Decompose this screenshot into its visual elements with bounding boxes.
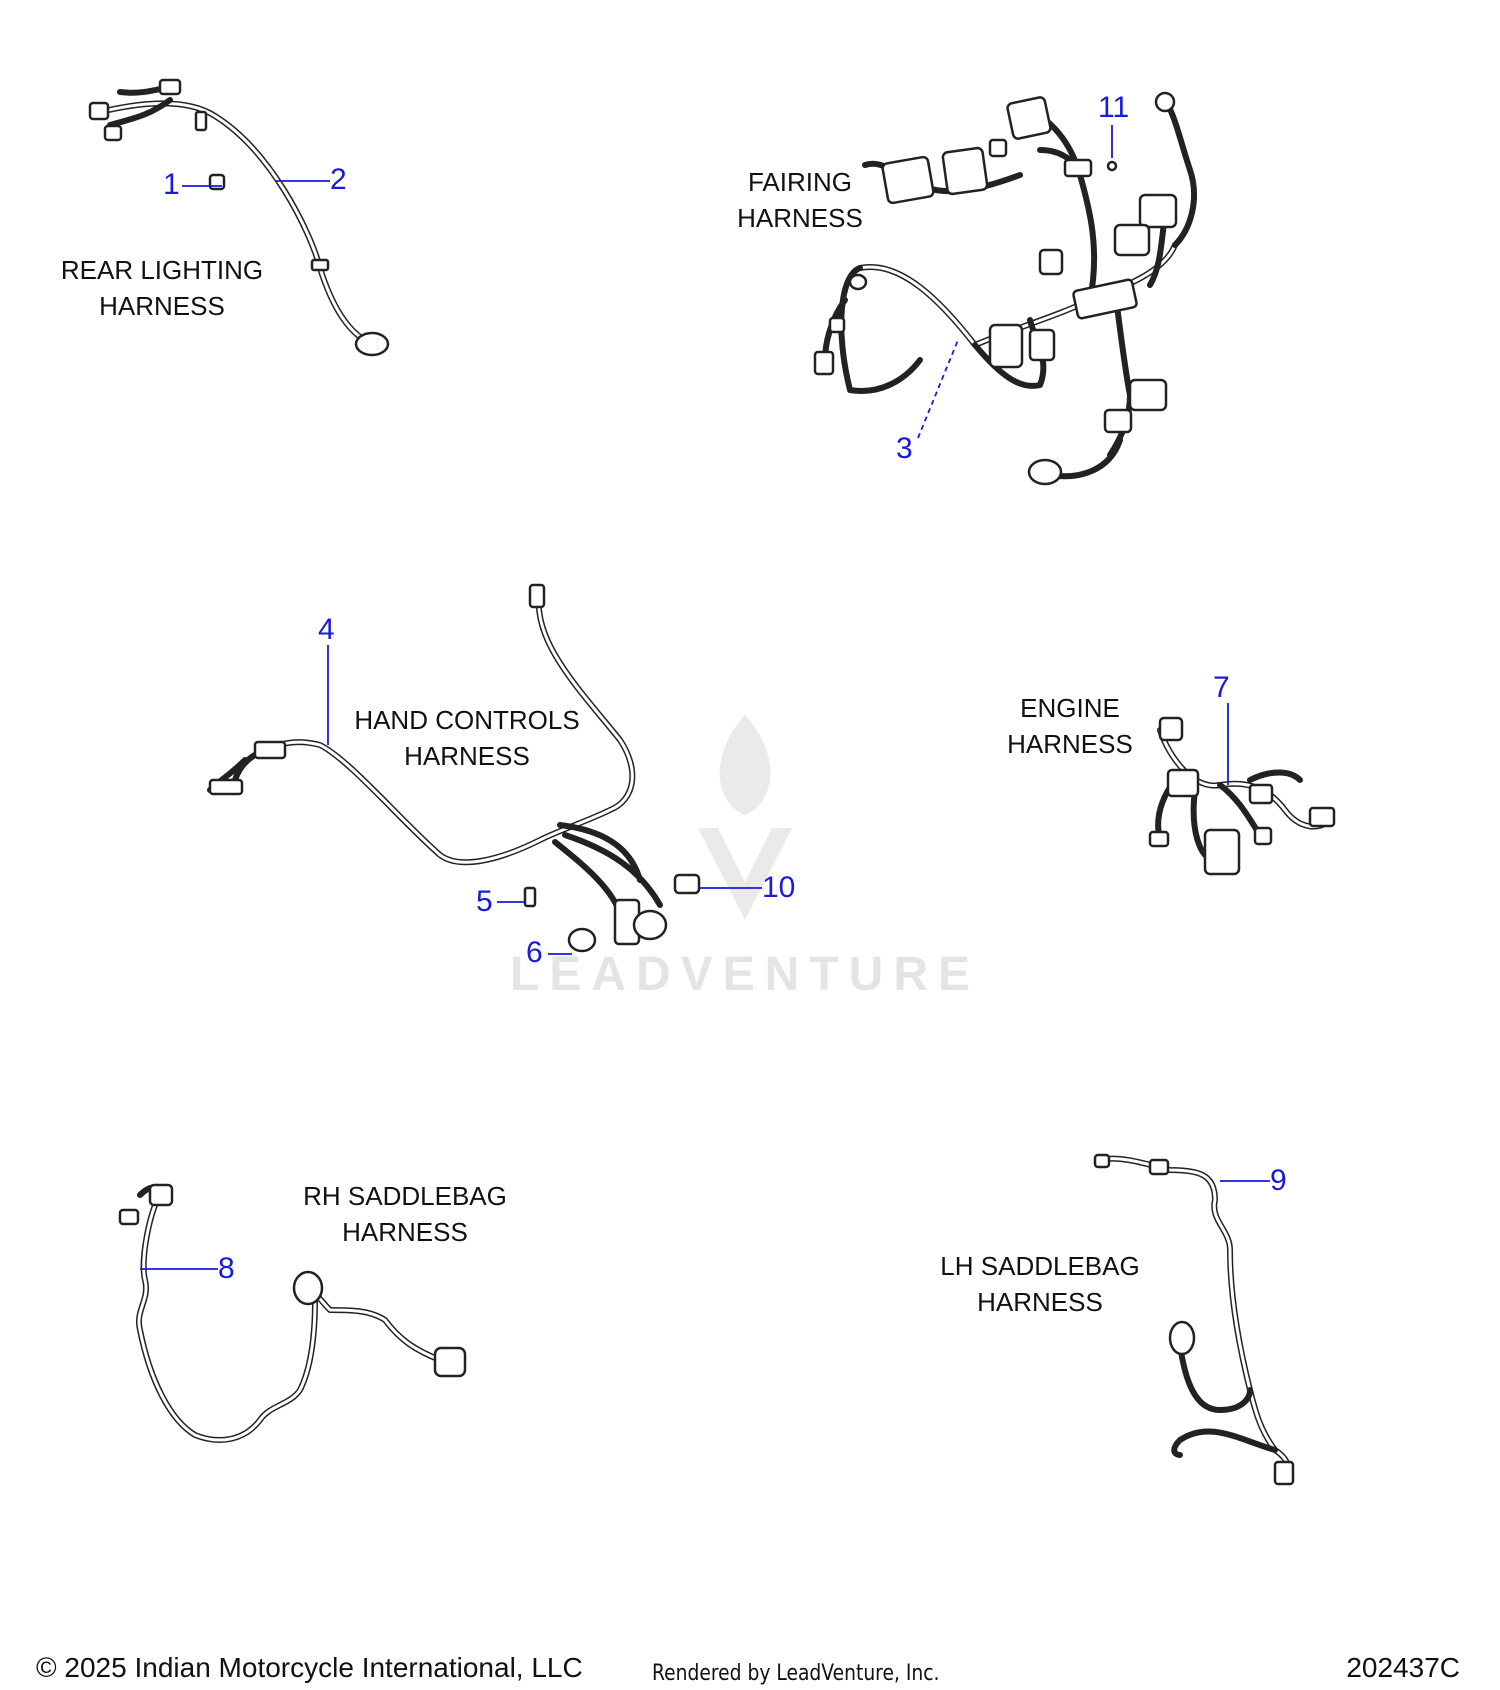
copyright-notice: © 2025 Indian Motorcycle International, … — [36, 1652, 583, 1683]
rear-lighting-label-line1: REAR LIGHTING — [60, 255, 264, 285]
hand-controls-label-line2: HARNESS — [404, 741, 530, 771]
lh-saddlebag-harness-label: LH SADDLEBAG HARNESS — [930, 1248, 1150, 1320]
flame-icon — [719, 715, 771, 815]
callout-11[interactable]: 11 — [1098, 91, 1130, 124]
rear-lighting-harness-label: REAR LIGHTING HARNESS — [52, 252, 272, 324]
fairing-harness-label: FAIRING HARNESS — [725, 164, 875, 236]
fairing-harness-drawing — [813, 91, 1198, 486]
engine-label-line1: ENGINE — [1020, 693, 1120, 723]
rear-lighting-label-line2: HARNESS — [99, 291, 225, 321]
engine-label-line2: HARNESS — [1007, 729, 1133, 759]
lh-saddlebag-label-line1: LH SADDLEBAG — [940, 1251, 1140, 1281]
callout-2[interactable]: 2 — [330, 163, 347, 196]
rh-saddlebag-harness-drawing — [118, 1183, 467, 1443]
lh-saddlebag-harness-drawing — [1093, 1153, 1295, 1486]
v-logo-icon — [698, 828, 792, 920]
callout-9[interactable]: 9 — [1270, 1164, 1287, 1197]
rh-saddlebag-label-line1: RH SADDLEBAG — [303, 1181, 507, 1211]
rh-saddlebag-harness-label: RH SADDLEBAG HARNESS — [295, 1178, 515, 1250]
callout-8[interactable]: 8 — [218, 1252, 235, 1285]
leader-3 — [917, 339, 959, 439]
rendered-by-credit: Rendered by LeadVenture, Inc. — [652, 1661, 940, 1686]
rh-saddlebag-label-line2: HARNESS — [342, 1217, 468, 1247]
hand-controls-label-line1: HAND CONTROLS — [354, 705, 580, 735]
watermark-text: LEADVENTURE — [510, 948, 980, 1001]
callout-7[interactable]: 7 — [1213, 671, 1230, 704]
lh-saddlebag-label-line2: HARNESS — [977, 1287, 1103, 1317]
callout-4[interactable]: 4 — [318, 613, 335, 646]
callout-1[interactable]: 1 — [163, 168, 180, 201]
callout-5[interactable]: 5 — [476, 885, 493, 918]
fairing-label-line2: HARNESS — [737, 203, 863, 233]
rear-lighting-harness-drawing — [88, 78, 390, 357]
drawing-number: 202437C — [1346, 1652, 1460, 1683]
callout-6[interactable]: 6 — [526, 936, 543, 969]
fairing-label-line1: FAIRING — [747, 167, 852, 197]
callout-10[interactable]: 10 — [762, 871, 796, 904]
engine-harness-label: ENGINE HARNESS — [1000, 690, 1140, 762]
leader-lines — [140, 125, 1270, 1270]
engine-harness-drawing — [1148, 716, 1336, 876]
hand-controls-harness-drawing — [207, 583, 701, 953]
hand-controls-harness-label: HAND CONTROLS HARNESS — [347, 702, 587, 774]
callout-3[interactable]: 3 — [896, 432, 913, 465]
leadventure-watermark: LEADVENTURE — [510, 715, 980, 1001]
